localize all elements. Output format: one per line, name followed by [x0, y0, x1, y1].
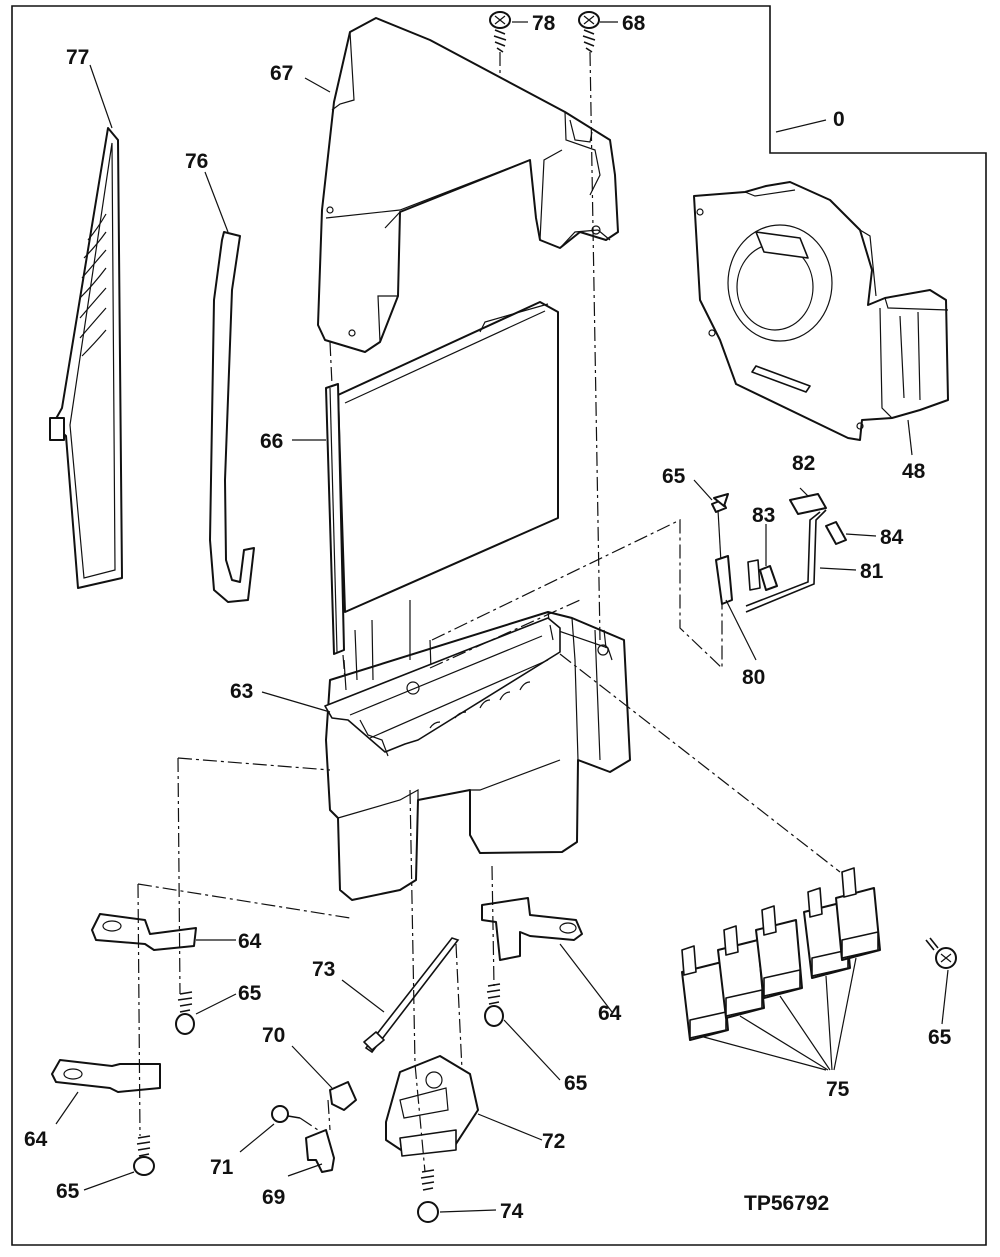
callouts: 77 76 78 68 67 0 66 48 65 82 83 84 81 80… — [24, 12, 952, 1223]
callout-65-left-lower: 65 — [56, 1180, 80, 1203]
screw-65-harness-icon — [713, 493, 729, 507]
callout-75: 75 — [826, 1078, 850, 1101]
callout-73: 73 — [312, 958, 335, 981]
bracket-right — [481, 897, 583, 961]
relay-bank — [681, 867, 881, 1041]
blower-housing — [693, 181, 949, 441]
screw-65-relay-icon — [925, 937, 957, 969]
lever-69 — [305, 1129, 335, 1173]
bracket-left-upper — [91, 913, 197, 951]
callout-64-right: 64 — [598, 1002, 622, 1025]
upper-duct — [317, 17, 619, 353]
callout-76: 76 — [185, 150, 208, 173]
filter-panel — [49, 127, 123, 589]
assembly-lines — [137, 51, 841, 1173]
seal-strip — [209, 231, 255, 603]
bolt-74-icon — [417, 1169, 439, 1223]
callout-82: 82 — [792, 452, 815, 475]
callout-48: 48 — [902, 460, 926, 483]
leader-lines — [55, 21, 949, 1213]
bolt-65-c-icon — [133, 1135, 155, 1176]
callout-78: 78 — [532, 12, 556, 35]
callout-71: 71 — [210, 1156, 234, 1179]
callout-74: 74 — [500, 1200, 524, 1223]
callout-65-harness: 65 — [662, 465, 686, 488]
screws — [133, 11, 957, 1223]
callout-64-left-lower: 64 — [24, 1128, 48, 1151]
callout-0: 0 — [833, 108, 845, 131]
callout-65-relay: 65 — [928, 1026, 952, 1049]
bracket-left-lower — [51, 1059, 161, 1093]
heater-core — [325, 301, 559, 655]
wiring-harness — [711, 493, 847, 613]
callout-80: 80 — [742, 666, 765, 689]
control-rod — [363, 937, 460, 1054]
callout-66: 66 — [260, 430, 283, 453]
callout-81: 81 — [860, 560, 884, 583]
callout-68: 68 — [622, 12, 646, 35]
callout-77: 77 — [66, 46, 89, 69]
screw-68-icon — [578, 11, 600, 53]
callout-67: 67 — [270, 62, 293, 85]
callout-72: 72 — [542, 1130, 565, 1153]
callout-69: 69 — [262, 1186, 285, 1209]
clip-70 — [329, 1081, 357, 1111]
callout-70: 70 — [262, 1024, 285, 1047]
frame-border — [11, 5, 987, 1246]
callout-84: 84 — [880, 526, 904, 549]
screw-71 — [271, 1105, 301, 1123]
bolt-65-a-icon — [175, 991, 195, 1035]
callout-64-left-upper: 64 — [238, 930, 262, 953]
callout-83: 83 — [752, 504, 775, 527]
callout-65-right: 65 — [564, 1072, 588, 1095]
reference-code: TP56792 — [744, 1192, 829, 1215]
actuator — [385, 1055, 479, 1157]
bolt-65-b-icon — [484, 983, 504, 1027]
screw-78-icon — [489, 11, 511, 53]
callout-65-left-upper: 65 — [238, 982, 262, 1005]
lower-case — [324, 600, 631, 901]
callout-63: 63 — [230, 680, 253, 703]
